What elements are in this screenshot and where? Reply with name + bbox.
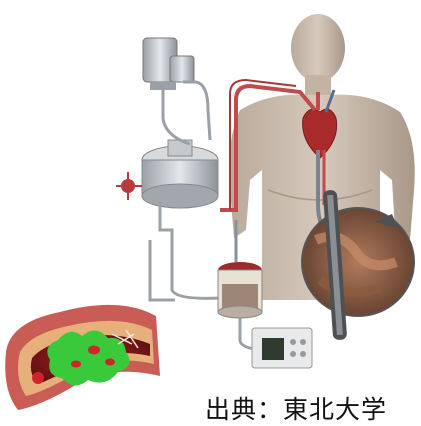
blood-vessel-icon (5, 305, 160, 410)
reservoir-icon (218, 262, 262, 318)
source-caption: 出典：東北大学 (205, 396, 415, 424)
monitor-icon (252, 328, 312, 368)
oxygenator-icon (116, 140, 218, 208)
